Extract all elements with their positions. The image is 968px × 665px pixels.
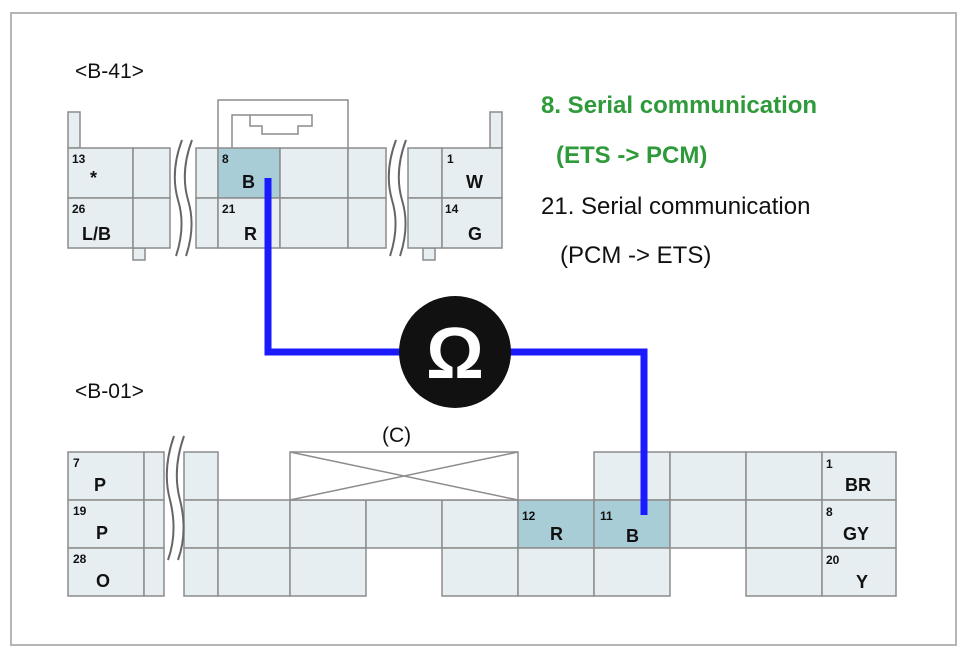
break-mark [165, 435, 175, 561]
pin-cell-b01-empty [183, 499, 219, 549]
pin-cell-b01-empty [441, 547, 519, 597]
pin-wire-color: * [90, 168, 97, 188]
pin-cell-b41-1 [441, 147, 503, 199]
connector-label-b41: <B-41> [75, 60, 144, 83]
pin-cell-b01-20 [821, 547, 897, 597]
pin-cell-b01-empty [745, 451, 823, 501]
pin-wire-color: Y [856, 572, 868, 592]
pin-cell-b01-empty [593, 547, 671, 597]
pin-cell-b01-28 [67, 547, 145, 597]
pin-wire-color: W [466, 172, 483, 192]
pin-wire-color: BR [845, 475, 871, 495]
connector-label-b01: <B-01> [75, 380, 144, 403]
pin-cell-b41-empty [347, 147, 387, 199]
pin-cell-b01-empty [289, 547, 367, 597]
pin-number-14: 14 [445, 202, 459, 216]
pin-wire-color: B [626, 526, 639, 546]
pin-number-20: 20 [826, 553, 840, 567]
pin-wire-color: P [96, 523, 108, 543]
connector-b41: 13 * 26 L/B 8 B 21 R 1 W 14 G [67, 99, 503, 261]
break-mark [183, 139, 193, 257]
pin-cell-b41-empty [347, 197, 387, 249]
pin-number-1: 1 [826, 457, 833, 471]
key-cross-line [289, 451, 519, 501]
pin-cell-b01-empty [593, 451, 671, 501]
connector-b01: 7 P 19 P 28 O 12 R 11 B 1 BR 8 GY 20 Y [67, 435, 897, 597]
pin-cell-b41-14 [441, 197, 503, 249]
pin-cell-b01-1 [821, 451, 897, 501]
connector-b41-ear-left [67, 111, 81, 149]
connector-b41-latch [217, 99, 349, 148]
pin-number-8: 8 [222, 152, 229, 166]
pin-cell-b41-empty [132, 197, 171, 249]
break-mark [173, 139, 183, 257]
note-line-2: (ETS -> PCM) [556, 142, 707, 169]
pin-number-12: 12 [522, 509, 536, 523]
pin-cell-b01-empty [365, 499, 443, 549]
pin-wire-color: O [96, 571, 110, 591]
note-line-3: 21. Serial communication [541, 193, 810, 220]
ohm-meter-icon: Ω [399, 296, 511, 408]
break-mark [397, 139, 407, 257]
note-line-4: (PCM -> ETS) [560, 242, 711, 269]
pin-number-26: 26 [72, 202, 86, 216]
pin-wire-color: L/B [82, 224, 111, 244]
test-lead-right [500, 348, 648, 515]
ohm-symbol: Ω [426, 314, 484, 394]
note-line-1: 8. Serial communication [541, 92, 817, 119]
pin-cell-b01-empty [669, 499, 747, 549]
break-mark [175, 435, 185, 561]
pin-number-7: 7 [73, 456, 80, 470]
pin-cell-b01-empty [517, 547, 595, 597]
test-lead-left [264, 178, 410, 356]
pin-cell-b01-19 [67, 499, 145, 549]
pin-cell-b01-empty [217, 547, 291, 597]
pin-cell-b01-empty [289, 499, 367, 549]
ohm-meter-body [399, 296, 511, 408]
pin-cell-b01-empty [143, 451, 165, 501]
pin-number-8: 8 [826, 505, 833, 519]
pin-cell-b01-empty [217, 499, 291, 549]
pin-cell-b41-empty [279, 147, 349, 199]
pin-cell-b01-12 [517, 499, 595, 549]
connector-b41-tab [132, 247, 146, 261]
pin-cell-b41-empty [195, 147, 219, 199]
pin-cell-b41-empty [279, 197, 349, 249]
key-label: (C) [382, 424, 411, 447]
pin-number-13: 13 [72, 152, 86, 166]
pin-cell-b01-empty [745, 499, 823, 549]
connector-b41-tab [422, 247, 436, 261]
pin-wire-color: R [550, 524, 563, 544]
pin-wire-color: G [468, 224, 482, 244]
pin-wire-color: GY [843, 524, 869, 544]
pin-cell-b01-empty [143, 547, 165, 597]
pin-cell-b01-empty [745, 547, 823, 597]
break-mark [387, 139, 397, 257]
pin-cell-b01-empty [183, 547, 219, 597]
pin-number-19: 19 [73, 504, 87, 518]
pin-cell-b01-11 [593, 499, 671, 549]
pin-cell-b41-empty [132, 147, 171, 199]
pin-number-11: 11 [600, 509, 613, 523]
pin-cell-b01-empty [183, 451, 219, 501]
pin-cell-b41-empty [195, 197, 219, 249]
pin-cell-b01-empty [669, 451, 747, 501]
pin-cell-b41-empty [407, 147, 443, 199]
connector-b41-latch-inner [231, 114, 313, 148]
pin-number-1: 1 [447, 152, 454, 166]
pin-cell-b41-empty [407, 197, 443, 249]
pin-cell-b01-empty [441, 499, 519, 549]
pin-wire-color: B [242, 172, 255, 192]
pin-cell-b01-8 [821, 499, 897, 549]
pin-cell-b01-empty [143, 499, 165, 549]
pin-number-28: 28 [73, 552, 87, 566]
pin-wire-color: R [244, 224, 257, 244]
pin-number-21: 21 [222, 202, 236, 216]
connector-b41-ear-right [489, 111, 503, 149]
pin-wire-color: P [94, 475, 106, 495]
